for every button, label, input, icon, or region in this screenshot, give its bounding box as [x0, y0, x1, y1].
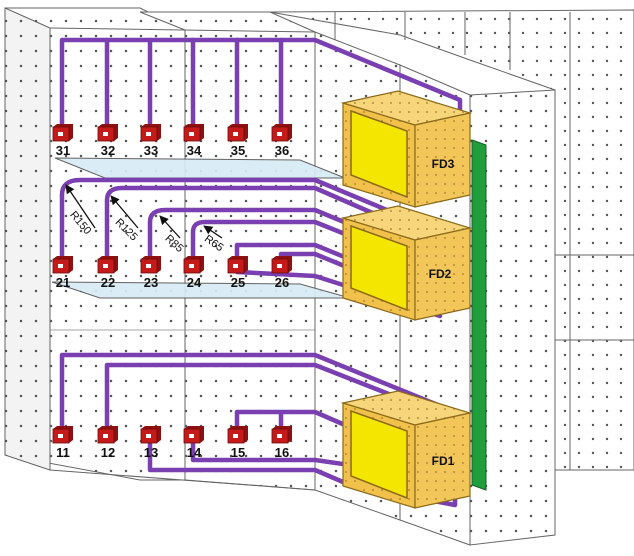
outlet-label: 12	[101, 445, 115, 460]
radius-arrow	[159, 215, 181, 239]
outlet-36: 36	[271, 124, 292, 158]
outlet-24: 24	[183, 256, 204, 290]
outlet-label: 23	[144, 275, 158, 290]
cable-bottom-left-2	[104, 362, 458, 435]
outlet-26: 26	[271, 256, 292, 290]
outlet-label: 32	[101, 143, 115, 158]
outlet-label: 24	[187, 275, 202, 290]
main-wall	[4, 7, 316, 491]
outlet-label: 21	[56, 275, 70, 290]
frame-label-fd3: FD3	[432, 157, 455, 171]
outlet-label: 16	[275, 445, 289, 460]
outlet-21: 21	[52, 256, 73, 290]
outlet-35: 35	[227, 124, 248, 158]
grounding-rail	[471, 139, 487, 491]
cable-bottom-right	[234, 409, 348, 435]
outlet-15: 15	[227, 426, 248, 460]
outlets: 31 32 33 34 35 36 21 22 23 24 25 26 11 12 13 14 15 16	[52, 124, 292, 460]
outlet-label: 33	[144, 143, 158, 158]
cable-routes	[59, 37, 463, 508]
outlet-25: 25	[227, 256, 248, 290]
outlet-label: 34	[187, 143, 202, 158]
outlet-label: 35	[231, 143, 245, 158]
radius-arrow	[110, 195, 139, 229]
cable-bottom-left	[59, 352, 458, 435]
frame-label-fd2: FD2	[429, 267, 452, 281]
outlet-22: 22	[97, 256, 118, 290]
outlet-14: 14	[183, 426, 204, 460]
outlet-33: 33	[140, 124, 161, 158]
cable-middle	[190, 219, 443, 275]
distribution-frame-fd3: FD3	[340, 90, 473, 208]
outlet-12: 12	[97, 426, 118, 460]
outlet-label: 22	[101, 275, 115, 290]
outlet-label: 15	[231, 445, 245, 460]
outlet-label: 13	[144, 445, 158, 460]
distribution-frame-fd2: FD2	[340, 205, 473, 321]
cable-middle	[104, 185, 443, 265]
cable-bottom-mid	[147, 437, 458, 508]
outlet-label: 31	[56, 143, 70, 158]
cable-middle	[147, 207, 443, 265]
outlet-label: 36	[275, 143, 289, 158]
outlet-31: 31	[52, 124, 73, 158]
outlet-label: 11	[56, 445, 70, 460]
distribution-frame-fd1: FD1	[340, 390, 473, 509]
outlet-23: 23	[140, 256, 161, 290]
radius-arrow	[65, 184, 96, 229]
outlet-32: 32	[97, 124, 118, 158]
frame-label-fd1: FD1	[432, 454, 455, 468]
outlet-11: 11	[52, 426, 73, 460]
outlet-34: 34	[183, 124, 204, 158]
outlet-label: 14	[187, 445, 202, 460]
outlet-16: 16	[271, 426, 292, 460]
cable-middle	[59, 177, 443, 265]
outlet-label: 25	[231, 275, 245, 290]
radius-arrow	[203, 225, 223, 239]
outlet-13: 13	[140, 426, 161, 460]
outlet-label: 26	[275, 275, 289, 290]
